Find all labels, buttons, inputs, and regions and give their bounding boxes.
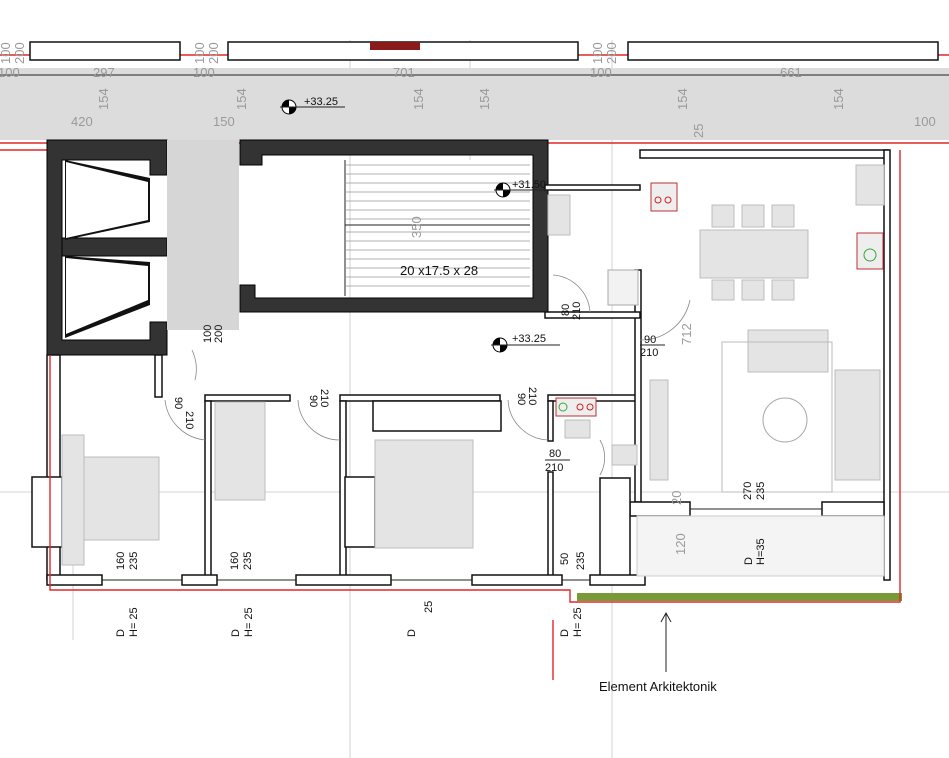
apartment-walls bbox=[31, 149, 891, 586]
dim-text: 100 bbox=[914, 114, 936, 129]
sill-tag: H= 25 bbox=[128, 607, 140, 637]
door-tag: 210 bbox=[526, 387, 538, 405]
level-marker-top bbox=[280, 99, 345, 115]
door-tag: 80 bbox=[549, 448, 561, 460]
elevation-label: +31.50 bbox=[512, 179, 546, 191]
door-tag: 200 bbox=[213, 325, 225, 343]
door-tag: 90 bbox=[644, 334, 656, 346]
green-element bbox=[577, 593, 902, 601]
balcony bbox=[636, 515, 885, 577]
stair-length: 350 bbox=[409, 216, 424, 238]
annotation-text: Element Arkitektonik bbox=[599, 679, 717, 694]
opening-text: 100 bbox=[0, 42, 13, 64]
door-tag: 210 bbox=[571, 302, 583, 320]
dim-154: 154 bbox=[96, 88, 111, 110]
window-tag: 235 bbox=[128, 552, 140, 570]
sill-tag: D bbox=[230, 629, 242, 637]
door-swings bbox=[164, 274, 691, 476]
sill-tag: H= 25 bbox=[243, 607, 255, 637]
opening-text: 200 bbox=[12, 42, 27, 64]
dim-text: 20 bbox=[669, 491, 684, 505]
elevation-label: +33.25 bbox=[304, 96, 338, 108]
top-dimensions: 100 297 100 701 100 661 100 200 100 200 … bbox=[0, 42, 936, 138]
top-wall-strip bbox=[0, 41, 949, 76]
dim-154: 154 bbox=[675, 88, 690, 110]
annotation-element-arkitektonik: Element Arkitektonik bbox=[599, 611, 717, 694]
window-tag: 160 bbox=[229, 552, 241, 570]
dim-154: 154 bbox=[477, 88, 492, 110]
sill-tag: D bbox=[559, 629, 571, 637]
door-tag: 210 bbox=[545, 462, 563, 474]
dim-text: 120 bbox=[673, 533, 688, 555]
dim-154: 154 bbox=[234, 88, 249, 110]
door-tag: 210 bbox=[640, 347, 658, 359]
balcony-tag: H=35 bbox=[755, 538, 767, 565]
elevation-label: +33.25 bbox=[512, 333, 546, 345]
opening-text: 200 bbox=[604, 42, 619, 64]
corridor-band bbox=[0, 68, 949, 140]
dim-text: 150 bbox=[213, 114, 235, 129]
door-tag: 80 bbox=[560, 304, 572, 316]
level-marker-hall bbox=[491, 337, 560, 353]
opening-text: 100 bbox=[590, 42, 605, 64]
door-tag: 210 bbox=[183, 411, 195, 429]
sill-tag: H= 25 bbox=[572, 607, 584, 637]
dim-text: 712 bbox=[679, 323, 694, 345]
balcony-tag: D bbox=[743, 557, 755, 565]
opening-text: 200 bbox=[206, 42, 221, 64]
dim-text: 25 bbox=[691, 124, 706, 138]
interior-labels: +31.50 350 20 x17.5 x 28 +33.25 80 210 1… bbox=[115, 179, 767, 637]
door-tag: 90 bbox=[515, 393, 527, 405]
window-tag: 235 bbox=[755, 482, 767, 500]
stair-core bbox=[239, 139, 549, 313]
window-tag: 160 bbox=[115, 552, 127, 570]
dim-text: 100 bbox=[0, 65, 20, 80]
window-tag: 235 bbox=[242, 552, 254, 570]
window-tag: 50 bbox=[559, 553, 571, 565]
dim-text: 100 bbox=[590, 65, 612, 80]
door-tag: 210 bbox=[318, 389, 330, 407]
door-tag: 100 bbox=[202, 325, 214, 343]
dim-text: 661 bbox=[780, 65, 802, 80]
door-tag: 90 bbox=[172, 397, 184, 409]
opening-text: 100 bbox=[192, 42, 207, 64]
dim-154: 154 bbox=[831, 88, 846, 110]
dim-text: 100 bbox=[193, 65, 215, 80]
dim-154: 154 bbox=[411, 88, 426, 110]
window-tag: 235 bbox=[575, 552, 587, 570]
dim-text: 297 bbox=[93, 65, 115, 80]
level-marker-stair bbox=[494, 182, 550, 198]
shaft-core bbox=[46, 139, 239, 356]
door-tag: 90 bbox=[307, 395, 319, 407]
stair-spec: 20 x17.5 x 28 bbox=[400, 263, 478, 278]
dim-text: 420 bbox=[71, 114, 93, 129]
dim-text: 701 bbox=[393, 65, 415, 80]
furniture bbox=[61, 164, 885, 566]
window-tag: 270 bbox=[742, 482, 754, 500]
outline-red bbox=[49, 150, 901, 603]
sill-tag: D bbox=[406, 629, 418, 637]
sill-tag: 25 bbox=[423, 601, 435, 613]
stair-treads bbox=[344, 160, 530, 296]
sill-tag: D bbox=[115, 629, 127, 637]
